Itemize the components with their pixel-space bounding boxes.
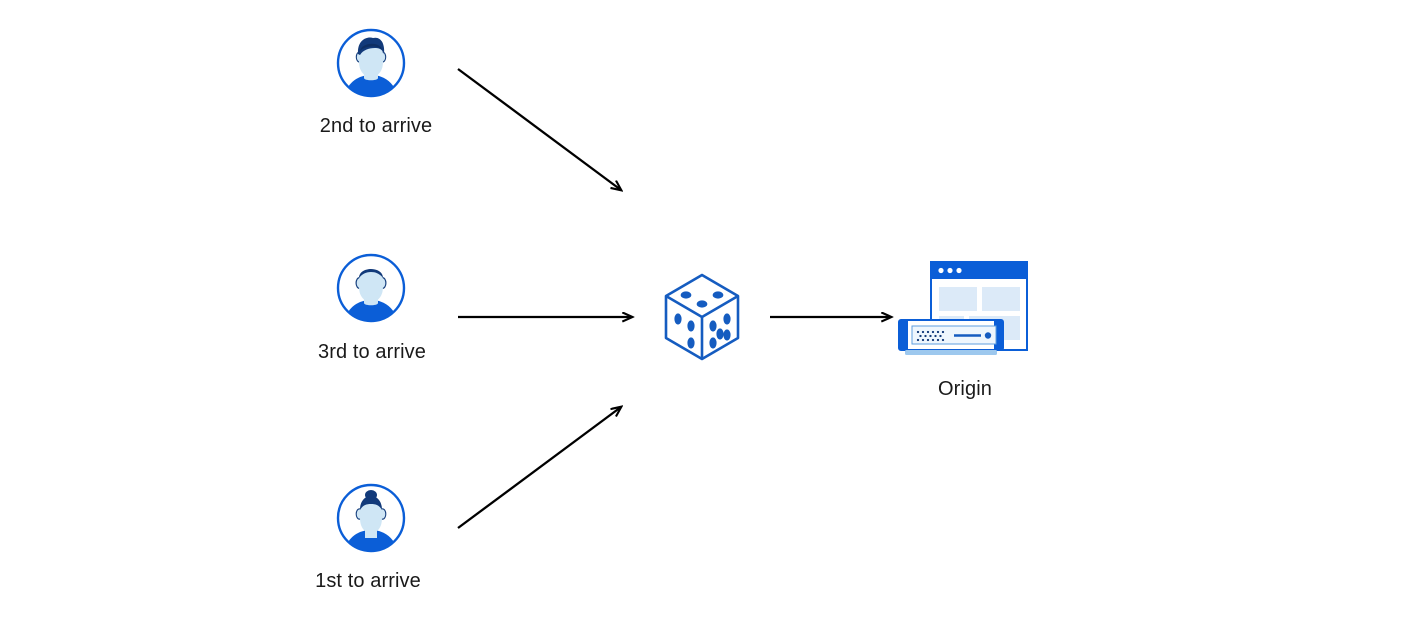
user-avatar-icon bbox=[335, 27, 407, 104]
origin-server-icon bbox=[893, 256, 1033, 371]
user-avatar-icon bbox=[335, 252, 407, 329]
user-avatar-icon bbox=[335, 482, 407, 559]
node-label-origin: Origin bbox=[938, 378, 992, 400]
arrow-client-1-to-randomizer bbox=[457, 407, 621, 529]
dice-icon bbox=[661, 271, 743, 368]
server-device-icon bbox=[898, 319, 1004, 355]
node-label-client-2: 2nd to arrive bbox=[319, 115, 433, 137]
node-label-client-1: 1st to arrive bbox=[315, 570, 421, 592]
node-label-client-3: 3rd to arrive bbox=[317, 341, 426, 363]
arrow-client-2-to-randomizer bbox=[457, 68, 621, 190]
